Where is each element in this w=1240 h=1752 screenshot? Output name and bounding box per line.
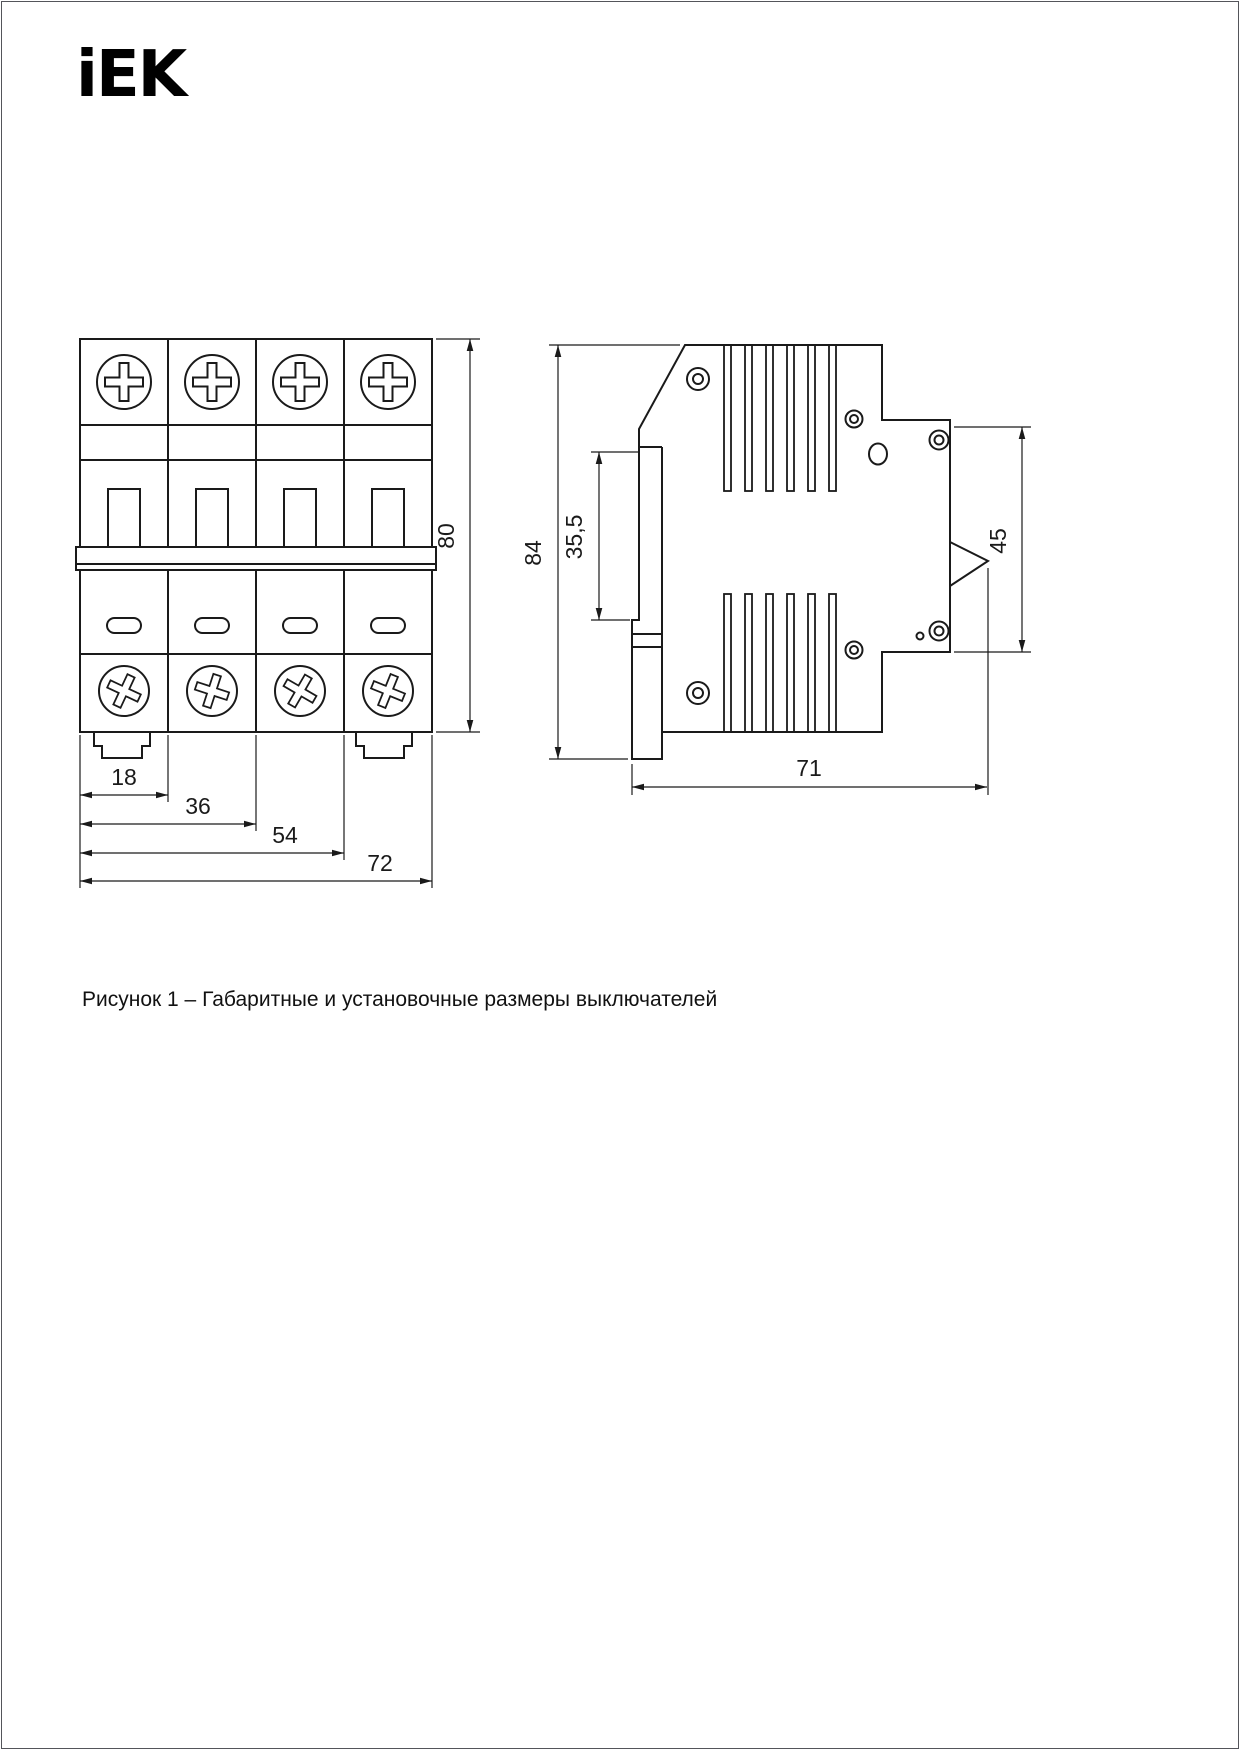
marking-windows: [106, 617, 406, 634]
dim-label-84: 84: [520, 540, 546, 566]
bottom-terminal-screws: [98, 665, 414, 717]
dim-label-54: 54: [272, 822, 298, 848]
top-terminal-screws: [96, 354, 416, 410]
vent-slots-top: [723, 344, 837, 492]
din-rail-seat: [632, 446, 663, 732]
dim-label-35-5: 35,5: [561, 515, 587, 560]
vent-slots-bottom: [723, 593, 837, 733]
module-dividers: [80, 339, 432, 732]
case-rivets: [686, 367, 950, 705]
side-body-outline: [631, 344, 951, 760]
figure-caption: Рисунок 1 – Габаритные и установочные ра…: [82, 988, 718, 1011]
dim-label-45: 45: [985, 528, 1011, 554]
front-view-drawing: [75, 338, 437, 759]
side-view-drawing: [631, 344, 990, 760]
dim-label-71: 71: [796, 755, 822, 781]
side-view-dimensions: 84 35,5 45 71: [520, 344, 1031, 795]
dim-label-72: 72: [367, 850, 393, 876]
dim-label-80: 80: [433, 523, 459, 549]
handle-tie-bar: [75, 546, 437, 571]
din-clips: [93, 732, 413, 759]
iek-logo: iEK: [76, 38, 187, 112]
latch-tooth: [949, 541, 990, 587]
dim-label-36: 36: [185, 793, 211, 819]
front-view-dimensions: 80 18 36 54 72: [79, 338, 480, 888]
dim-label-18: 18: [111, 764, 137, 790]
